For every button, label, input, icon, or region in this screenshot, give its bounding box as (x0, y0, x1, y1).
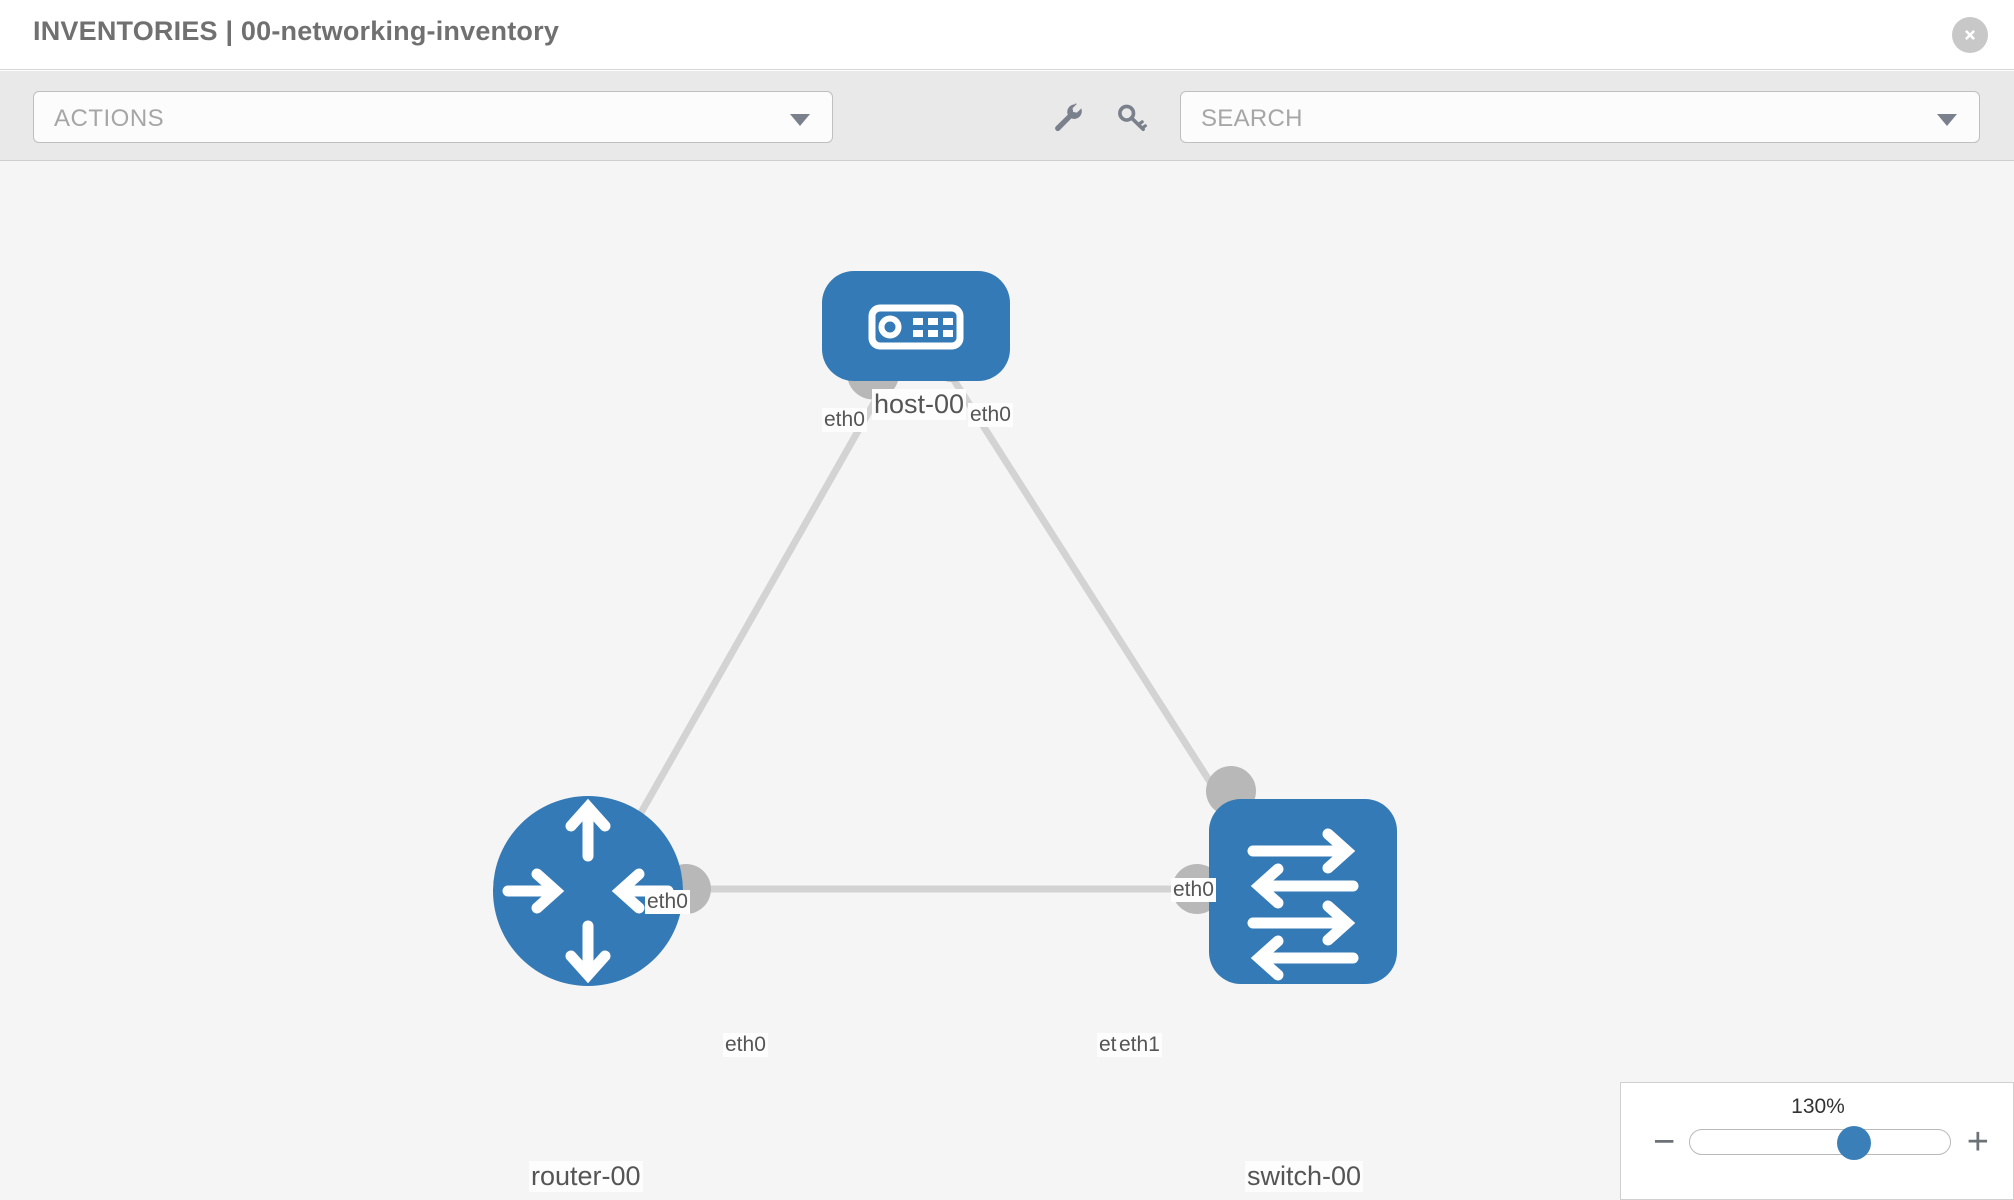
edge-label-switch-up-eth0[interactable]: eth0 (1171, 878, 1216, 902)
wrench-button[interactable] (1046, 97, 1090, 139)
page-header: INVENTORIES | 00-networking-inventory (0, 0, 2014, 70)
node-label-host-00[interactable]: host-00 (872, 389, 967, 420)
switch-arrows-icon (1247, 828, 1359, 981)
edge-label-router-up-eth0[interactable]: eth0 (645, 890, 690, 914)
edge-label-host-right-eth0[interactable]: eth0 (968, 403, 1013, 427)
server-icon (868, 304, 964, 350)
search-placeholder: SEARCH (1201, 105, 1303, 132)
close-icon (1965, 30, 1975, 40)
search-input[interactable]: SEARCH (1180, 91, 1980, 143)
toolbar: ACTIONS SEARCH (0, 71, 2014, 161)
node-label-switch-00[interactable]: switch-00 (1245, 1161, 1364, 1192)
topology-edges (601, 364, 1273, 893)
zoom-control-panel: 130% − + (1620, 1082, 2014, 1200)
actions-dropdown[interactable]: ACTIONS (33, 91, 833, 143)
topology-canvas[interactable]: host-00 router-00 switch-00 eth0 eth0 et… (0, 161, 2014, 1200)
zoom-slider-track[interactable] (1689, 1126, 1951, 1160)
chevron-down-icon[interactable] (1937, 114, 1957, 126)
node-label-router-00[interactable]: router-00 (529, 1161, 643, 1192)
chevron-down-icon (790, 114, 810, 126)
zoom-slider-thumb[interactable] (1837, 1126, 1871, 1160)
close-button[interactable] (1952, 17, 1988, 53)
zoom-out-button[interactable]: − (1653, 1121, 1676, 1163)
topology-graph (493, 271, 1397, 986)
wrench-icon (1055, 103, 1082, 132)
edge-label-switch-left-eth1[interactable]: eth1 (1117, 1033, 1162, 1057)
edge-host-router[interactable] (601, 364, 899, 878)
key-button[interactable] (1110, 97, 1154, 139)
actions-dropdown-label: ACTIONS (54, 105, 165, 132)
edge-label-host-left-eth0[interactable]: eth0 (822, 408, 867, 432)
zoom-level-value: 130% (1791, 1095, 1845, 1118)
zoom-in-button[interactable]: + (1966, 1121, 1989, 1163)
node-switch-00[interactable] (1209, 799, 1397, 984)
edge-label-router-right-eth0[interactable]: eth0 (723, 1033, 768, 1057)
page-title: INVENTORIES | 00-networking-inventory (33, 16, 560, 46)
key-icon (1118, 104, 1147, 132)
node-host-00[interactable] (822, 271, 1010, 381)
